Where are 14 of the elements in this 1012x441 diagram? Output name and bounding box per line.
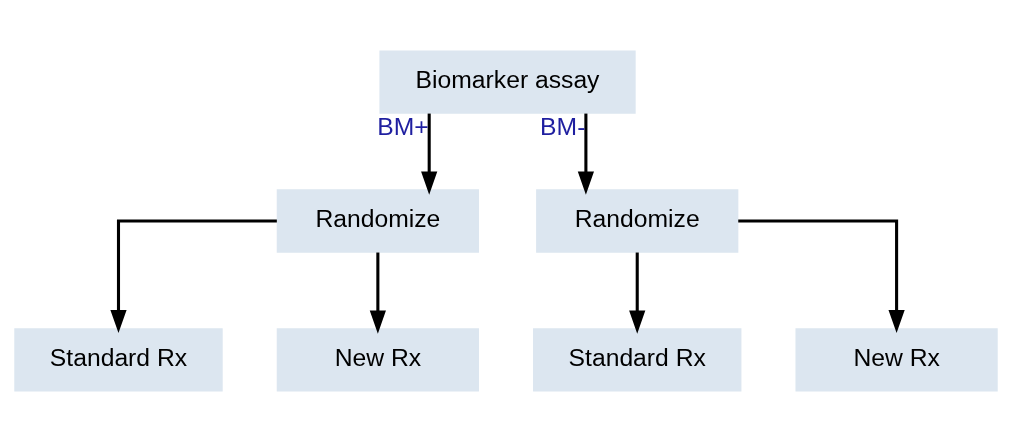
- arrow: [577, 113, 594, 195]
- node-box: Standard Rx: [14, 327, 223, 392]
- arrow: [369, 252, 386, 334]
- node-box: New Rx: [795, 327, 998, 392]
- arrow: [629, 252, 646, 334]
- arrow: [110, 218, 277, 333]
- arrow: [421, 113, 438, 195]
- node-box: Standard Rx: [533, 327, 742, 392]
- node-box: Randomize: [276, 188, 479, 253]
- edge-label: BM+: [377, 112, 429, 140]
- node-box: Randomize: [536, 188, 739, 253]
- arrow: [738, 218, 905, 333]
- node-box: New Rx: [276, 327, 479, 392]
- node-box: Biomarker assay: [379, 49, 636, 114]
